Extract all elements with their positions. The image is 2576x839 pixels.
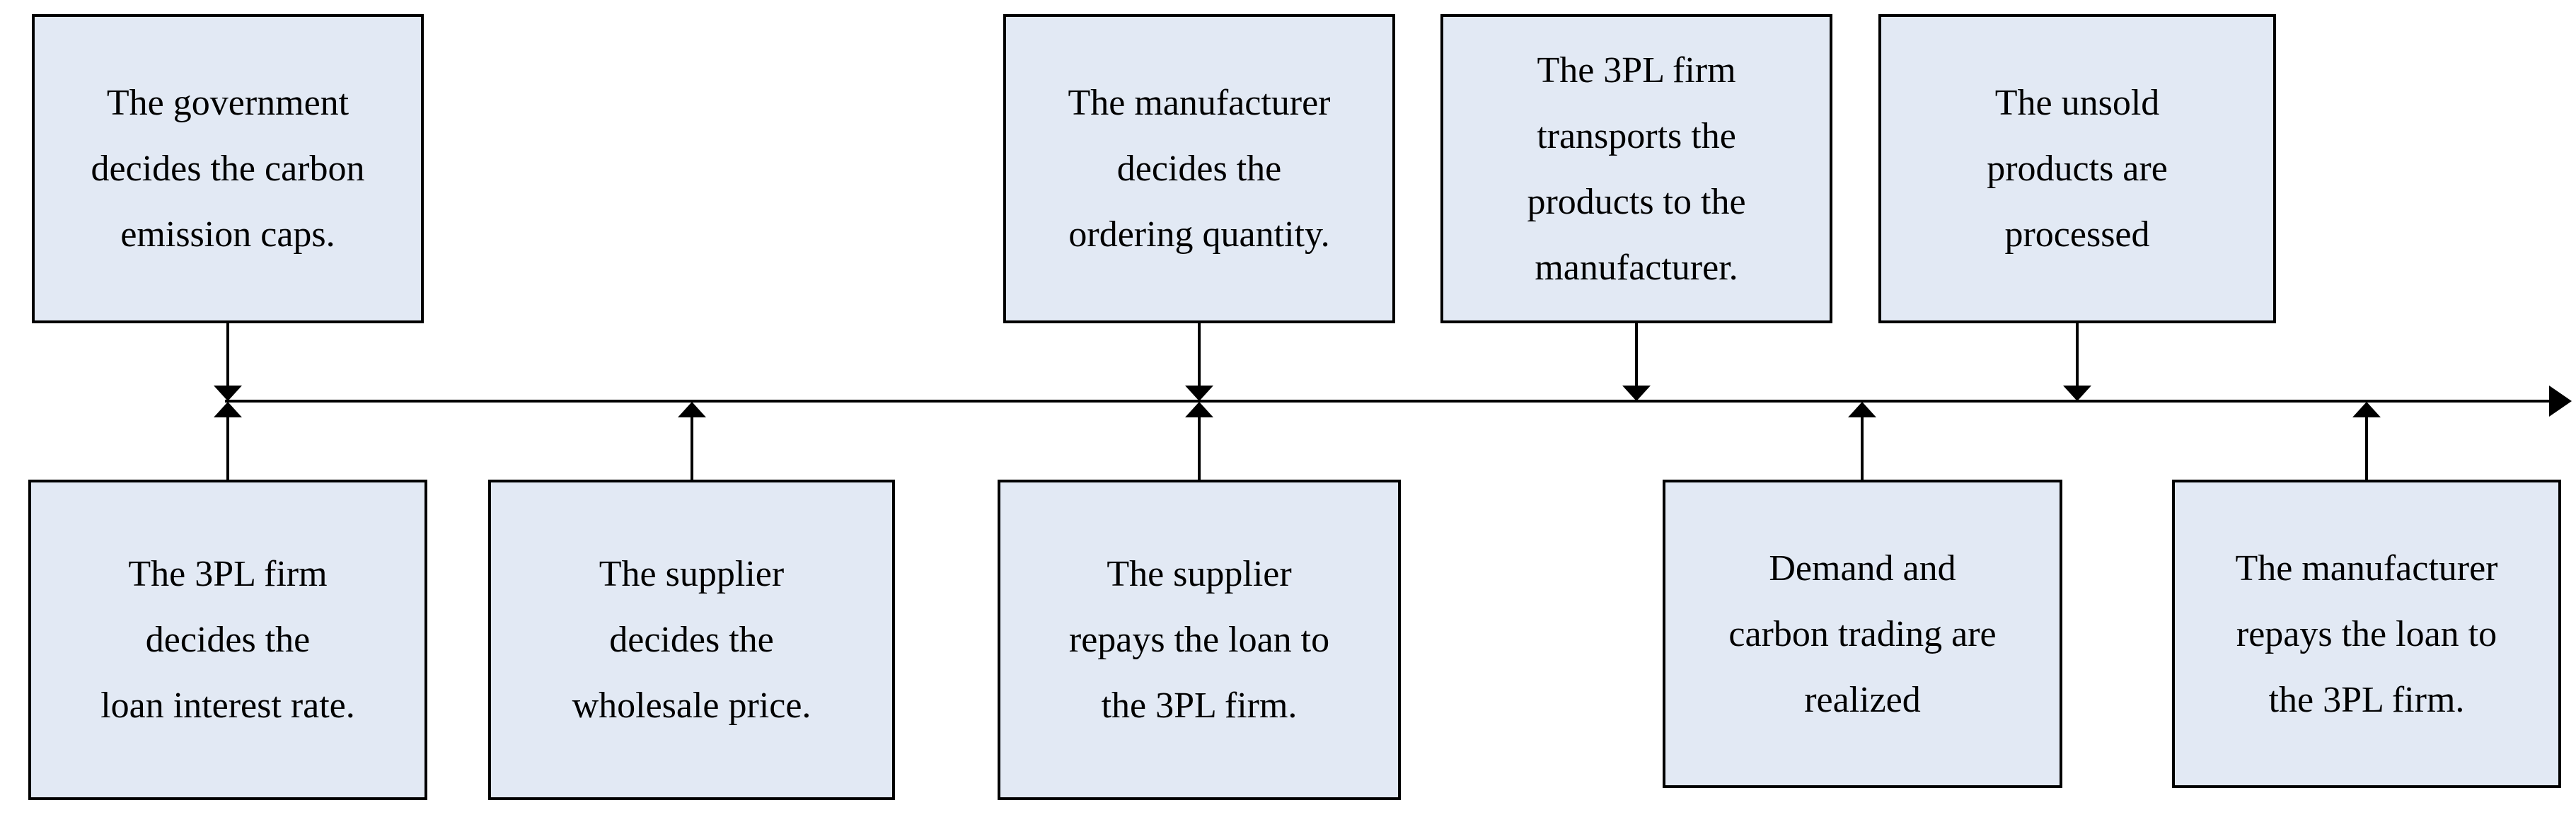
connector-demand-realized bbox=[1861, 414, 1864, 480]
connector-ordering-quantity bbox=[1198, 322, 1201, 393]
connector-unsold-processed bbox=[2076, 322, 2079, 393]
right-arrowhead-icon bbox=[2549, 386, 2572, 417]
box-demand-carbon-trading-realized-label: Demand and carbon trading are realized bbox=[1728, 548, 1997, 720]
box-manufacturer-ordering-quantity: The manufacturer decides the ordering qu… bbox=[1003, 14, 1395, 323]
box-unsold-products-processed-label: The unsold products are processed bbox=[1987, 83, 2168, 255]
down-arrowhead-icon bbox=[214, 386, 242, 401]
up-arrowhead-icon bbox=[214, 402, 242, 417]
box-supplier-repays-loan-label: The supplier repays the loan to the 3PL … bbox=[1068, 554, 1330, 726]
box-3pl-transports-products-label: The 3PL firm transports the products to … bbox=[1527, 50, 1746, 288]
up-arrowhead-icon bbox=[1848, 402, 1876, 417]
down-arrowhead-icon bbox=[1622, 386, 1651, 401]
box-manufacturer-repays-loan: The manufacturer repays the loan to the … bbox=[2172, 480, 2561, 788]
timeline-axis bbox=[225, 400, 2549, 403]
down-arrowhead-icon bbox=[2063, 386, 2091, 401]
connector-supplier-wholesale-price bbox=[691, 414, 693, 480]
box-unsold-products-processed: The unsold products are processed bbox=[1878, 14, 2276, 323]
connector-supplier-repays-loan bbox=[1198, 414, 1201, 480]
box-3pl-loan-interest-rate: The 3PL firm decides the loan interest r… bbox=[28, 480, 427, 800]
up-arrowhead-icon bbox=[1185, 402, 1213, 417]
box-manufacturer-ordering-quantity-label: The manufacturer decides the ordering qu… bbox=[1068, 83, 1331, 255]
down-arrowhead-icon bbox=[1185, 386, 1213, 401]
box-manufacturer-repays-loan-label: The manufacturer repays the loan to the … bbox=[2235, 548, 2498, 720]
box-supplier-wholesale-price-label: The supplier decides the wholesale price… bbox=[572, 554, 812, 726]
connector-government-caps bbox=[226, 322, 229, 393]
up-arrowhead-icon bbox=[2352, 402, 2381, 417]
box-demand-carbon-trading-realized: Demand and carbon trading are realized bbox=[1663, 480, 2062, 788]
box-3pl-loan-interest-rate-label: The 3PL firm decides the loan interest r… bbox=[100, 554, 355, 726]
box-supplier-wholesale-price: The supplier decides the wholesale price… bbox=[488, 480, 895, 800]
box-government-emission-caps: The government decides the carbon emissi… bbox=[32, 14, 424, 323]
box-supplier-repays-loan: The supplier repays the loan to the 3PL … bbox=[998, 480, 1401, 800]
connector-3pl-transports bbox=[1635, 322, 1638, 393]
box-government-emission-caps-label: The government decides the carbon emissi… bbox=[91, 83, 365, 255]
connector-manufacturer-repays-loan bbox=[2365, 414, 2368, 480]
up-arrowhead-icon bbox=[678, 402, 706, 417]
connector-3pl-loan-rate bbox=[226, 414, 229, 480]
box-3pl-transports-products: The 3PL firm transports the products to … bbox=[1440, 14, 1832, 323]
